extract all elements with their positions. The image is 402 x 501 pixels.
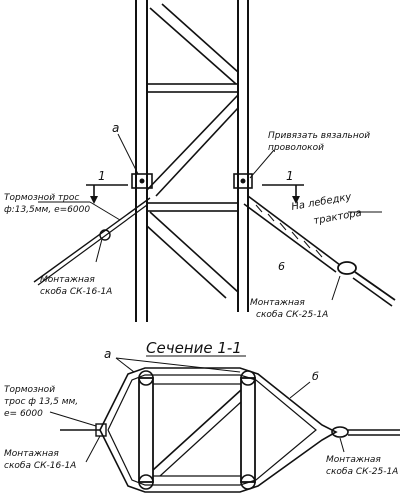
label-bracket-right-top-2: скоба СК-25-1А <box>256 310 328 320</box>
diagonal-brace-top <box>149 7 237 85</box>
top-view-labels: а Привязать вязальной проволокой 1 1 На … <box>4 121 370 320</box>
horizontal-strut-upper <box>146 83 239 93</box>
label-bracket-right-top-1: Монтажная <box>250 298 305 308</box>
horizontal-strut-lower <box>146 202 239 212</box>
label-6-bottom: б <box>312 370 319 383</box>
label-to-winch-1: На лебедку <box>290 190 353 213</box>
label-to-winch-2: трактора <box>313 208 363 227</box>
section-shackle-right <box>331 426 349 438</box>
label-tie-wire-1: Привязать вязальной <box>268 131 370 141</box>
mast-elevation <box>33 0 396 322</box>
label-a-bottom: а <box>104 347 111 361</box>
clamp-right <box>233 173 253 189</box>
bracket-left-icon <box>99 229 111 241</box>
shackle-right-icon <box>337 261 357 275</box>
label-bracket-left-bottom-1: Монтажная <box>4 449 59 459</box>
section-cable-outer <box>99 367 338 493</box>
brake-cable-left <box>33 197 151 283</box>
label-tie-wire-2: проволокой <box>268 143 324 153</box>
label-bracket-left-top-2: скоба СК-16-1А <box>40 287 112 297</box>
label-bracket-left-bottom-2: скоба СК-16-1А <box>4 461 76 471</box>
section-1-1-view <box>49 357 400 493</box>
section-title: Сечение 1-1 <box>146 339 242 357</box>
section-post-right <box>240 377 256 483</box>
section-diagonal <box>152 389 242 471</box>
label-bracket-left-top-1: Монтажная <box>40 275 95 285</box>
label-bracket-right-bottom-1: Монтажная <box>326 455 381 465</box>
label-brake-cable-top-2: ф:13,5мм, е=6000 <box>4 205 90 215</box>
label-section-1-right: 1 <box>286 169 294 183</box>
label-brake-cable-top-1: Тормозной трос <box>4 193 79 203</box>
label-brake-cable-bottom-2: трос ф 13,5 мм, <box>4 397 78 407</box>
section-labels: Сечение 1-1 а б Тормозной трос ф 13,5 мм… <box>4 339 398 477</box>
label-section-1-left: 1 <box>98 169 106 183</box>
winch-cable-right <box>247 195 341 266</box>
label-a-top: а <box>112 121 119 135</box>
clamp-left <box>131 173 153 189</box>
diagonal-brace-middle <box>146 94 239 191</box>
section-post-left <box>138 377 154 483</box>
label-6-top: 6 <box>278 260 285 273</box>
label-bracket-right-bottom-2: скоба СК-25-1А <box>326 467 398 477</box>
label-brake-cable-bottom-3: е= 6000 <box>4 409 43 419</box>
diagonal-brace-bottom <box>149 211 239 293</box>
label-brake-cable-bottom-1: Тормозной <box>4 385 55 395</box>
